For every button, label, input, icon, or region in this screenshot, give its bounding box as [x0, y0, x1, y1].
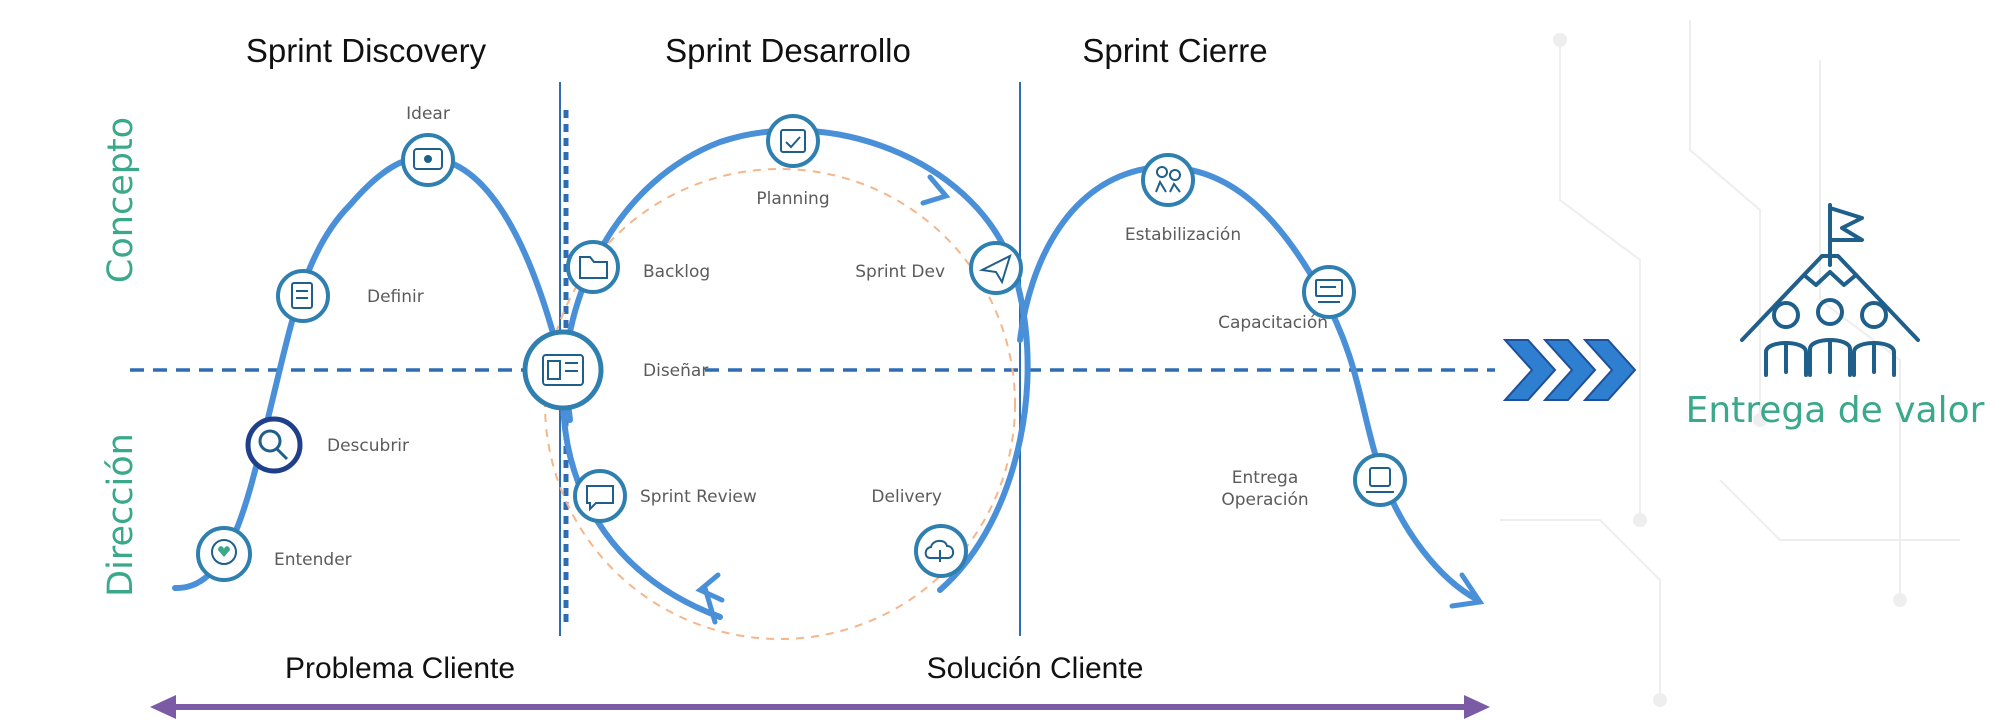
cycle-arrow-bottom: [695, 572, 725, 603]
cloud-upload-icon: [924, 539, 955, 559]
node-delivery: Delivery: [871, 487, 968, 578]
entrega-label-line1: Entrega: [1232, 468, 1298, 488]
monitor-eye-icon: [413, 148, 443, 170]
sprint-discovery-title: Sprint Discovery: [246, 32, 487, 69]
node-disenar: Diseñar: [522, 329, 708, 411]
node-sprint-dev: Sprint Dev: [855, 241, 1023, 295]
arrow-left-icon: [150, 695, 176, 719]
chevron-icon: [1502, 339, 1557, 401]
sprint-cierre-title: Sprint Cierre: [1082, 32, 1267, 69]
entrega-label-line2: Operación: [1221, 490, 1308, 510]
descubrir-label: Descubrir: [327, 436, 409, 456]
development-cycle: [559, 127, 1031, 620]
solucion-cliente-label: Solución Cliente: [927, 652, 1144, 685]
node-capacitacion: Capacitación: [1218, 265, 1356, 333]
node-idear: Idear: [401, 104, 455, 187]
backlog-label: Backlog: [643, 262, 710, 282]
checklist-icon: [291, 282, 313, 309]
estabilizacion-label: Estabilización: [1125, 225, 1241, 245]
chat-bubble-icon: [586, 485, 614, 512]
idear-label: Idear: [406, 104, 450, 124]
node-sprint-review: Sprint Review: [573, 469, 757, 523]
team-summit-icon: [1740, 203, 1920, 377]
training-board-icon: [1315, 279, 1343, 297]
disenar-label: Diseñar: [643, 361, 708, 381]
node-planning: Planning: [756, 114, 830, 209]
cycle-tail: [702, 585, 718, 625]
delivery-label: Delivery: [871, 487, 942, 507]
node-entrega-operacion: Entrega Operación: [1221, 453, 1407, 510]
sprint-dev-label: Sprint Dev: [855, 262, 945, 282]
definir-label: Definir: [367, 287, 424, 307]
hand-package-icon: [1369, 467, 1391, 487]
cierre-curve: [1017, 164, 1481, 603]
node-backlog: Backlog: [566, 240, 710, 294]
paper-plane-icon: [978, 254, 1012, 285]
entender-label: Entender: [274, 550, 352, 570]
concepto-label: Concepto: [101, 117, 141, 283]
entrega-de-valor-label: Entrega de valor: [1686, 390, 1985, 431]
team-gears-icon: [1156, 166, 1168, 178]
cierre-arrowhead: [1449, 572, 1485, 609]
node-estabilizacion: Estabilización: [1125, 153, 1241, 245]
discovery-curve: [172, 154, 573, 592]
sprint-review-label: Sprint Review: [640, 487, 757, 507]
timeline-arrow: [150, 695, 1490, 719]
calendar-icon: [780, 129, 806, 153]
magnifier-icon: [258, 429, 282, 453]
node-entender: Entender: [196, 526, 352, 582]
head-heart-icon: [211, 539, 237, 565]
background-circuit-decoration: [1500, 20, 1960, 707]
capacitacion-label: Capacitación: [1218, 313, 1328, 333]
chevron-icon: [1542, 339, 1597, 401]
design-layout-icon: [542, 354, 584, 386]
node-descubrir: Descubrir: [245, 416, 409, 474]
direccion-label: Dirección: [101, 433, 141, 597]
chevron-arrows: [1502, 339, 1637, 401]
cycle-arrow-top: [920, 174, 951, 206]
chevron-icon: [1582, 339, 1637, 401]
node-definir: Definir: [276, 269, 424, 323]
planning-label: Planning: [756, 189, 829, 209]
problema-cliente-label: Problema Cliente: [285, 652, 515, 685]
folder-icon: [579, 256, 608, 279]
arrow-right-icon: [1464, 695, 1490, 719]
sprint-desarrollo-title: Sprint Desarrollo: [665, 32, 911, 69]
